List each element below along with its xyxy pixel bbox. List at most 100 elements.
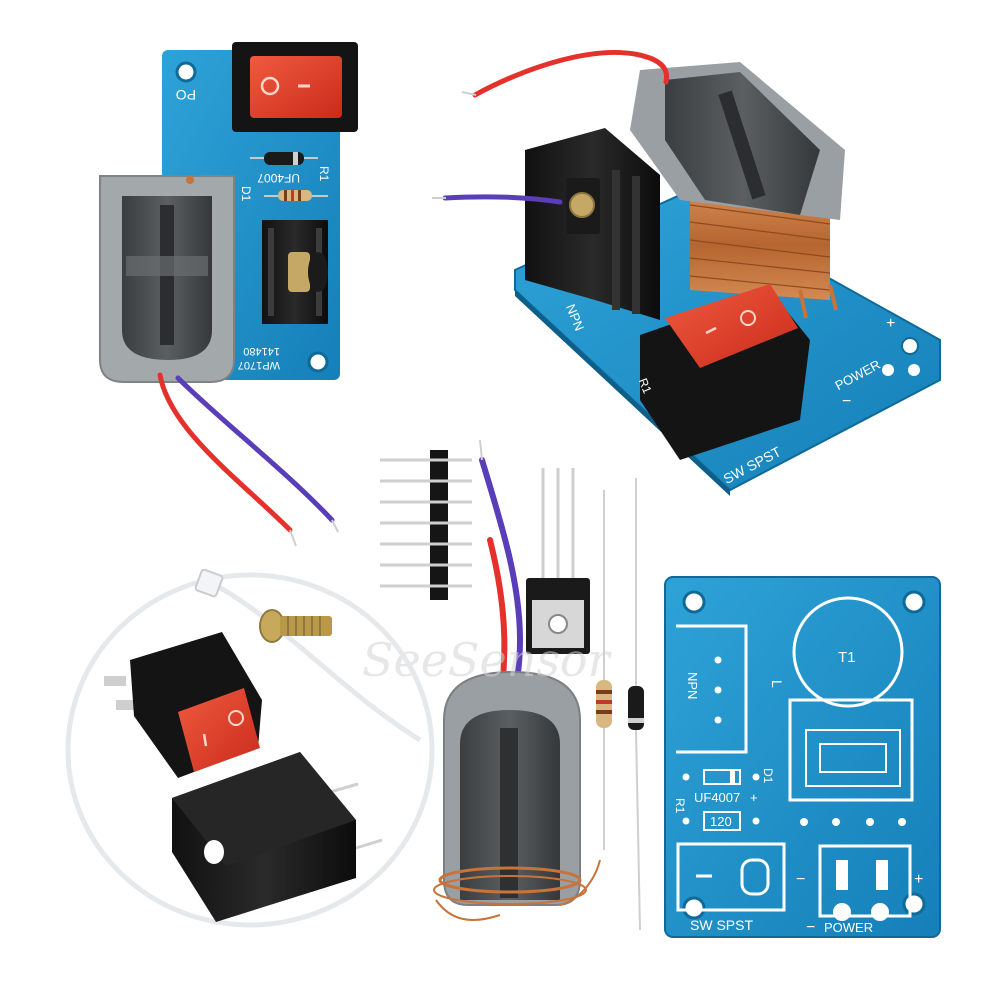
diode-plus-label: +: [750, 790, 758, 805]
loose-components: SeeSensor: [362, 439, 644, 931]
pad: [682, 773, 690, 781]
resistor-band: [284, 190, 287, 201]
resistor-band: [291, 190, 294, 201]
mounting-hole: [882, 364, 894, 376]
pad: [682, 817, 690, 825]
resistor-label: R1: [317, 166, 331, 182]
plus-label: +: [886, 315, 895, 332]
rocker-switch: [104, 632, 262, 778]
bare-pcb: T1 L NPN UF4007 + D1 120 R1 SW SPST −: [664, 576, 941, 938]
copper-winding: [690, 190, 830, 300]
heatsink: [172, 752, 383, 922]
mounting-hole: [901, 337, 919, 355]
npn-label: NPN: [685, 672, 700, 699]
pad: [752, 773, 760, 781]
pad: [876, 860, 888, 890]
resistor-value: 120: [710, 814, 732, 829]
power-footprint: [818, 844, 912, 918]
red-wire: [157, 372, 293, 533]
watermark: SeeSensor: [362, 633, 613, 687]
assembled-board-angled-view: NPN R1 POWER + − SW SPST: [432, 50, 941, 496]
switch-off-mark: [740, 310, 756, 326]
resistor-footprint: [703, 811, 741, 831]
switch-off-mark: [228, 710, 244, 726]
switch-on-mark: [705, 326, 717, 335]
coil-footprint: [792, 596, 904, 708]
r1-label: R1: [673, 798, 687, 814]
pad: [714, 656, 722, 664]
purple-wire: [175, 375, 335, 523]
minus-label: −: [806, 919, 815, 936]
diode-part-label: UF4007: [257, 171, 300, 185]
mounting-hole: [908, 364, 920, 376]
coil-pin: [186, 176, 194, 184]
accessory-parts: [65, 568, 435, 928]
plus-label: +: [914, 871, 923, 888]
coil-footprint-inner: [805, 729, 901, 787]
cable-tie-head: [194, 568, 224, 598]
minus-label: −: [842, 393, 851, 410]
winding-lines: [689, 204, 831, 291]
coil-pin: [798, 289, 808, 319]
coil-code-2: 141480: [243, 345, 280, 357]
pad: [833, 903, 851, 921]
assembled-board-top-view: PO UF4007 R1 D1 WP1707 141480: [99, 42, 358, 547]
r1-label: R1: [636, 376, 655, 396]
heatsink-fin: [632, 176, 640, 314]
screw-head: [308, 252, 328, 292]
transistor-to220: [526, 468, 590, 654]
diode-band: [293, 152, 298, 165]
diode: [628, 478, 644, 931]
mounting-hole: [902, 590, 926, 614]
mounting-hole: [902, 892, 926, 916]
coil-pin: [828, 284, 838, 311]
wire-tip: [331, 519, 339, 533]
switch-off-mark: [260, 76, 280, 96]
resistor: [596, 490, 612, 850]
diode-part-label: UF4007: [694, 790, 740, 805]
pad: [871, 903, 889, 921]
ferrite-gap: [718, 90, 766, 200]
loose-coil: [433, 670, 601, 921]
pad: [836, 860, 848, 890]
transistor-screw: [288, 252, 310, 292]
power-label: POWER: [824, 920, 873, 935]
resistor-body: [278, 190, 312, 201]
diode-footprint: [703, 769, 741, 785]
transistor-screw: [569, 192, 595, 218]
resistor-band: [298, 190, 301, 201]
coil-marker: L: [769, 680, 785, 688]
mounting-hole: [175, 61, 197, 83]
mounting-hole: [682, 896, 706, 920]
wire-tip: [461, 91, 477, 96]
coil-band: [126, 256, 208, 276]
d1-label: D1: [761, 768, 775, 784]
pad: [714, 716, 722, 724]
red-wire: [472, 50, 670, 98]
switch-footprint: [676, 842, 786, 912]
switch-minus-label: −: [796, 871, 805, 888]
pad: [752, 817, 760, 825]
mounting-hole: [682, 590, 706, 614]
pin-header: [380, 450, 472, 600]
t1-label: T1: [838, 649, 856, 666]
rocker-switch-paddle: [250, 56, 342, 118]
diode-label: D1: [239, 186, 253, 202]
switch-label: SW SPST: [690, 917, 753, 933]
coil-pads: [800, 818, 906, 826]
pad: [714, 686, 722, 694]
board-label: PO: [176, 87, 196, 103]
wire-tip: [289, 529, 297, 547]
cable-tie: [65, 572, 435, 928]
rocker-switch-paddle: [665, 284, 798, 368]
heatsink-fin: [612, 170, 620, 310]
coil-footprint-outline: [788, 698, 914, 802]
pad: [740, 858, 770, 896]
heatsink-fin: [268, 228, 274, 316]
diode-band: [730, 770, 735, 784]
coil-code-1: WP1707: [238, 359, 280, 371]
screw: [259, 609, 332, 643]
cable-tie-tail: [213, 582, 422, 743]
wire-tip: [479, 439, 483, 461]
